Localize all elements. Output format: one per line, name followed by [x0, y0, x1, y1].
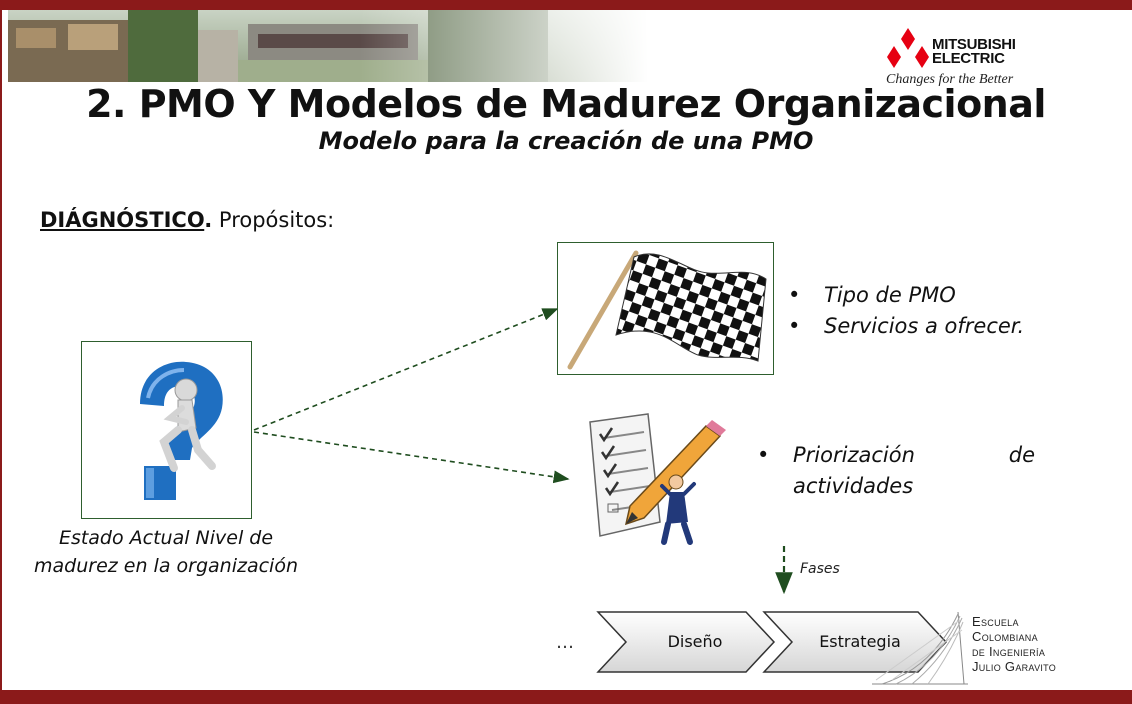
- checklist-pencil-icon: [589, 413, 726, 545]
- top-frame-bar: [0, 0, 1132, 10]
- question-figure-frame: [81, 341, 252, 519]
- logo-brand-text: MITSUBISHI ELECTRIC: [932, 36, 1016, 67]
- fases-label: Fases: [800, 561, 840, 577]
- question-mark-person-icon: [140, 361, 223, 500]
- phase-label-estrategia: Estrategia: [819, 632, 901, 651]
- section-label: DIÁGNÓSTICO: [40, 208, 205, 232]
- checkered-flag-icon: [567, 250, 767, 370]
- purpose-bullets-top: •Tipo de PMO •Servicios a ofrecer.: [788, 280, 1024, 342]
- section-rest: Propósitos:: [212, 208, 335, 232]
- phase-label-diseno: Diseño: [667, 632, 723, 651]
- phase-chevron-diseno: [596, 611, 776, 673]
- school-logo-icon: [872, 611, 968, 685]
- bullet-item: •Servicios a ofrecer.: [788, 314, 1025, 338]
- mitsubishi-electric-logo: MITSUBISHI ELECTRIC Changes for the Bett…: [884, 26, 1074, 92]
- arrow-to-flag: [253, 308, 559, 431]
- section-heading: DIÁGNÓSTICO. Propósitos:: [40, 208, 334, 232]
- three-diamonds-icon: [887, 28, 929, 68]
- logo-tagline: Changes for the Better: [886, 72, 1014, 87]
- section-dot: .: [204, 208, 213, 232]
- slide-subtitle: Modelo para la creación de una PMO: [318, 127, 814, 155]
- school-name: Escuela Colombiana de Ingeniería Julio G…: [972, 614, 1057, 674]
- left-frame-line: [0, 10, 2, 696]
- phase-chevrons: [596, 611, 948, 673]
- campus-photo-banner: [8, 10, 648, 82]
- checkered-flag-frame: [557, 242, 774, 375]
- arrow-to-checklist: [253, 431, 570, 484]
- bottom-frame-bar: [0, 690, 1132, 704]
- phase-ellipsis: …: [556, 632, 576, 653]
- phase-chevron-estrategia: [762, 611, 948, 673]
- slide-title: 2. PMO Y Modelos de Madurez Organizacion…: [86, 82, 1046, 126]
- bullet-item-continuation: actividades: [793, 474, 914, 498]
- bullet-item: •Tipo de PMO: [788, 283, 956, 307]
- left-caption: Estado Actual Nivel de madurez en la org…: [34, 527, 298, 577]
